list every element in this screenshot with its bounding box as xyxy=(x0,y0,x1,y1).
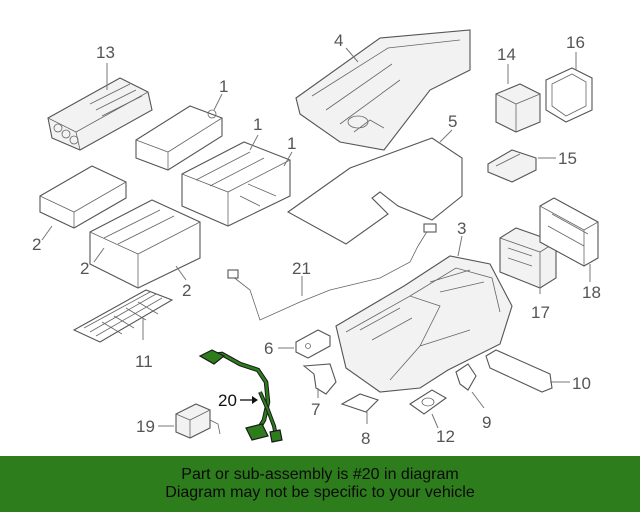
callout-2c: 2 xyxy=(182,281,191,300)
banner-line-2: Diagram may not be specific to your vehi… xyxy=(165,484,475,501)
part-7-bracket xyxy=(302,363,337,395)
callout-16: 16 xyxy=(566,33,585,52)
part-6-bracket xyxy=(295,329,331,359)
callout-20: 20 xyxy=(218,391,237,410)
part-21-harness xyxy=(227,223,437,321)
part-18-rack xyxy=(539,197,599,267)
part-3-lower-case xyxy=(335,255,513,393)
callout-1a: 1 xyxy=(219,77,228,96)
part-10-rail xyxy=(485,349,553,393)
callout-21: 21 xyxy=(292,259,311,278)
callout-19: 19 xyxy=(136,417,155,436)
info-banner: Part or sub-assembly is #20 in diagram D… xyxy=(0,456,640,512)
part-5-seal xyxy=(286,137,463,245)
part-9-bracket xyxy=(455,363,477,391)
part-2-module-a xyxy=(39,165,127,229)
callout-14: 14 xyxy=(497,45,516,64)
part-15-bracket xyxy=(487,149,537,183)
callout-4: 4 xyxy=(334,31,343,50)
part-8-bracket xyxy=(340,393,380,413)
banner-line-1: Part or sub-assembly is #20 in diagram xyxy=(181,466,459,483)
callout-11: 11 xyxy=(135,352,153,371)
callout-7: 7 xyxy=(311,400,320,419)
part-14-unit xyxy=(495,83,541,133)
part-13-module xyxy=(47,77,153,151)
callout-15: 15 xyxy=(558,149,577,168)
part-4-upper-cover xyxy=(295,29,471,151)
callout-6: 6 xyxy=(264,339,273,358)
part-1-module-b xyxy=(181,141,291,227)
callout-17: 17 xyxy=(531,303,550,322)
part-1-module-a xyxy=(135,105,223,171)
callout-3: 3 xyxy=(457,219,466,238)
callout-2b: 2 xyxy=(80,259,89,278)
callout-8: 8 xyxy=(361,429,370,448)
callout-10: 10 xyxy=(572,374,591,393)
callout-5: 5 xyxy=(448,112,457,131)
callout-1b: 1 xyxy=(253,115,262,134)
callout-1c: 1 xyxy=(287,134,296,153)
callout-13: 13 xyxy=(96,43,115,62)
part-11-tray xyxy=(72,289,174,343)
part-2-module-b xyxy=(89,199,201,289)
part-20-harness-highlight xyxy=(198,349,283,443)
callout-2a: 2 xyxy=(32,235,41,254)
callout-12: 12 xyxy=(436,427,455,446)
callout-9: 9 xyxy=(482,413,491,432)
part-16-frame xyxy=(545,67,593,123)
part-12-plate xyxy=(409,389,448,415)
parts-diagram: 13 1 1 1 2 2 2 11 4 xyxy=(32,29,601,448)
callout-18: 18 xyxy=(582,283,601,302)
part-19-connector xyxy=(175,403,221,439)
